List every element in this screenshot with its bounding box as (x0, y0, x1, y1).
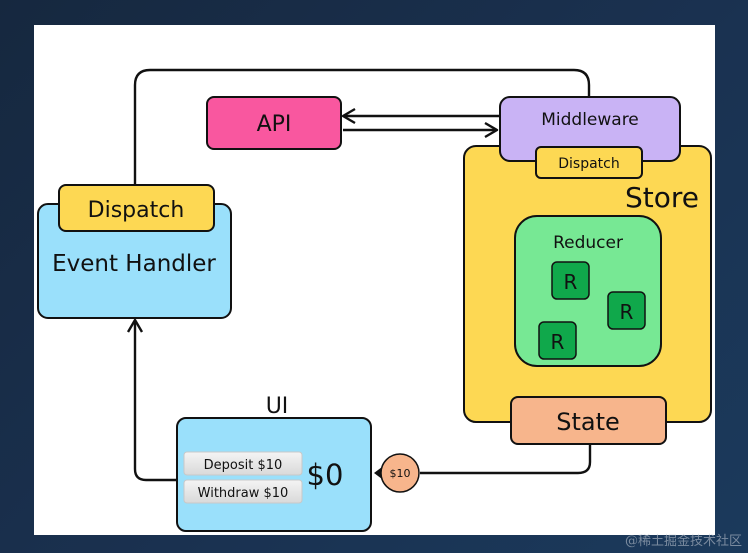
api-node: API (206, 96, 342, 150)
svg-text:R: R (551, 330, 565, 354)
state-token: $10 (380, 453, 420, 493)
arrowhead-ui (374, 467, 382, 479)
store-dispatch-label: Dispatch (558, 156, 620, 172)
svg-text:R: R (564, 270, 578, 294)
balance-display: $0 (307, 458, 344, 492)
reducer-item: R (538, 321, 577, 360)
withdraw-button[interactable]: Withdraw $10 (183, 479, 303, 504)
svg-text:Deposit $10: Deposit $10 (204, 458, 283, 473)
ui-title: UI (266, 394, 289, 419)
state-label: State (556, 408, 620, 436)
reducer-item: R (551, 261, 590, 300)
event-dispatch-box (58, 184, 215, 232)
arrowhead-middleware (484, 121, 499, 139)
store-label: Store (625, 181, 699, 214)
connector-state-to-ui (420, 444, 592, 475)
state-box (510, 396, 667, 445)
store-dispatch-box (535, 146, 643, 179)
reducer-node: Reducer R R R (514, 215, 662, 367)
event-handler-label: Event Handler (52, 251, 216, 277)
reducer-label: Reducer (553, 233, 623, 253)
redux-flow-diagram: API Store Middleware Dispatch Reducer R … (37, 68, 712, 532)
middleware-node: Middleware Dispatch (499, 96, 681, 179)
connector-ui-to-event-handler (133, 320, 177, 482)
arrowhead-event-handler (126, 318, 144, 333)
event-dispatch-label: Dispatch (88, 198, 185, 223)
state-node: State (510, 396, 667, 445)
reducer-item: R (607, 291, 646, 330)
token-label: $10 (390, 467, 411, 480)
ui-node: UI Deposit $10 Withdraw $10 $0 (176, 394, 372, 532)
arrowhead-api (341, 107, 356, 125)
svg-text:Withdraw $10: Withdraw $10 (198, 486, 289, 501)
svg-text:R: R (620, 300, 634, 324)
event-handler-node: Event Handler Dispatch (37, 184, 232, 319)
api-label: API (257, 112, 292, 137)
watermark: @稀土掘金技术社区 (624, 534, 742, 549)
diagram-slide: API Store Middleware Dispatch Reducer R … (34, 25, 715, 535)
middleware-label: Middleware (541, 110, 639, 130)
api-box (206, 96, 342, 150)
deposit-button[interactable]: Deposit $10 (183, 451, 303, 476)
connector-dispatch-to-middleware (133, 68, 591, 185)
